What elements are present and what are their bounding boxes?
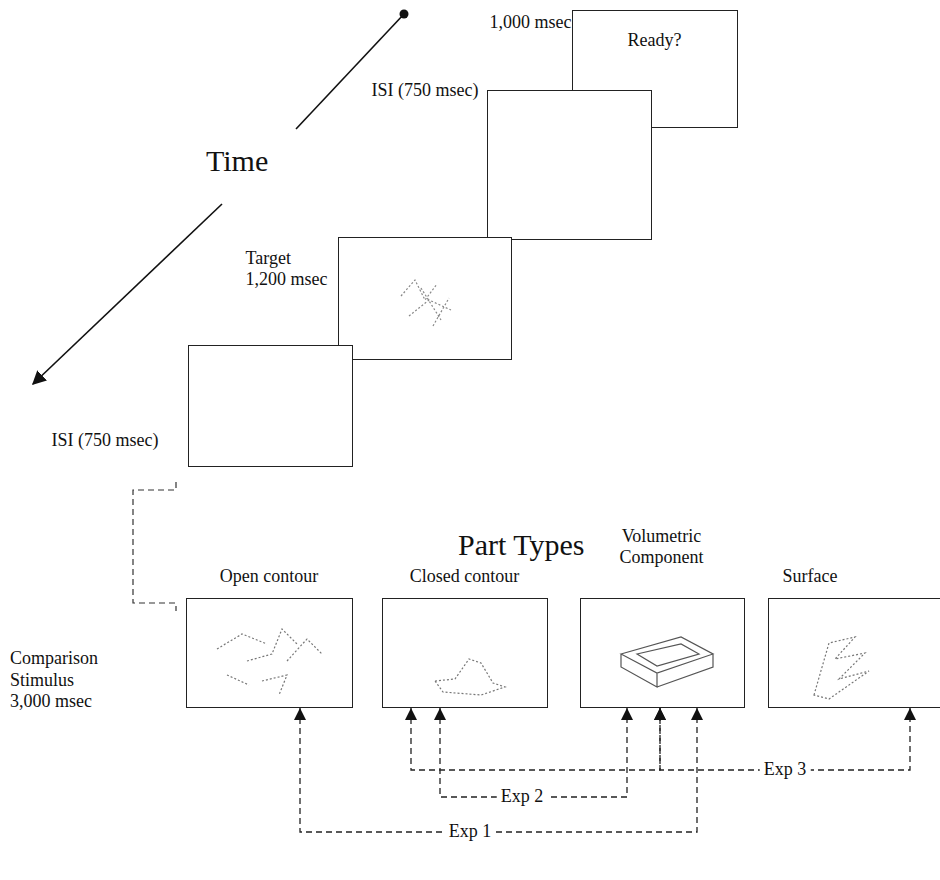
screen-frame: Closed contour: [382, 598, 548, 708]
phase-label: Comparison Stimulus 3,000 msec: [10, 648, 106, 713]
screen-heading: ISI (750 msec): [48, 430, 163, 452]
screen-heading: Volumetric Component: [607, 526, 717, 569]
experiment-connector: [411, 708, 660, 770]
screen-heading: Open contour: [186, 566, 353, 588]
experiment-label: Exp 1: [445, 821, 496, 843]
screen-frame: Target 1,200 msec: [338, 237, 512, 360]
screen-heading: Closed contour: [382, 566, 548, 588]
stimulus-lines: [621, 637, 713, 687]
stimulus-drawing: [581, 599, 746, 709]
stimulus-drawing: [769, 599, 940, 709]
figure-label: Time: [206, 143, 268, 179]
screen-frame: Open contour: [186, 598, 353, 708]
screen-heading: 1,000 msec: [490, 12, 572, 34]
screen-frame: ISI (750 msec): [487, 90, 652, 240]
screen-text: Ready?: [590, 30, 720, 52]
stimulus-lines: [435, 659, 505, 695]
screen-frame: Volumetric Component: [580, 598, 745, 708]
stimulus-lines: [217, 629, 322, 695]
screen-frame: Surface: [768, 598, 940, 708]
time-axis: [296, 14, 404, 129]
stimulus-drawing: [383, 599, 549, 709]
experiment-connector: [440, 708, 627, 797]
stimulus-drawing: [339, 238, 513, 361]
experiment-connector: [300, 708, 697, 832]
screen-frame: ISI (750 msec): [188, 345, 353, 467]
figure-label: Part Types: [458, 527, 585, 563]
experiment-label: Exp 2: [497, 786, 548, 808]
stimulus-lines: [401, 280, 451, 326]
stimulus-lines: [814, 637, 869, 699]
stimulus-drawing: [187, 599, 354, 709]
screen-heading: Surface: [768, 566, 853, 588]
screen-heading: ISI (750 msec): [368, 80, 483, 102]
isi-bracket: [133, 482, 176, 611]
screen-heading: Target 1,200 msec: [246, 248, 333, 291]
experiment-label: Exp 3: [760, 759, 811, 781]
